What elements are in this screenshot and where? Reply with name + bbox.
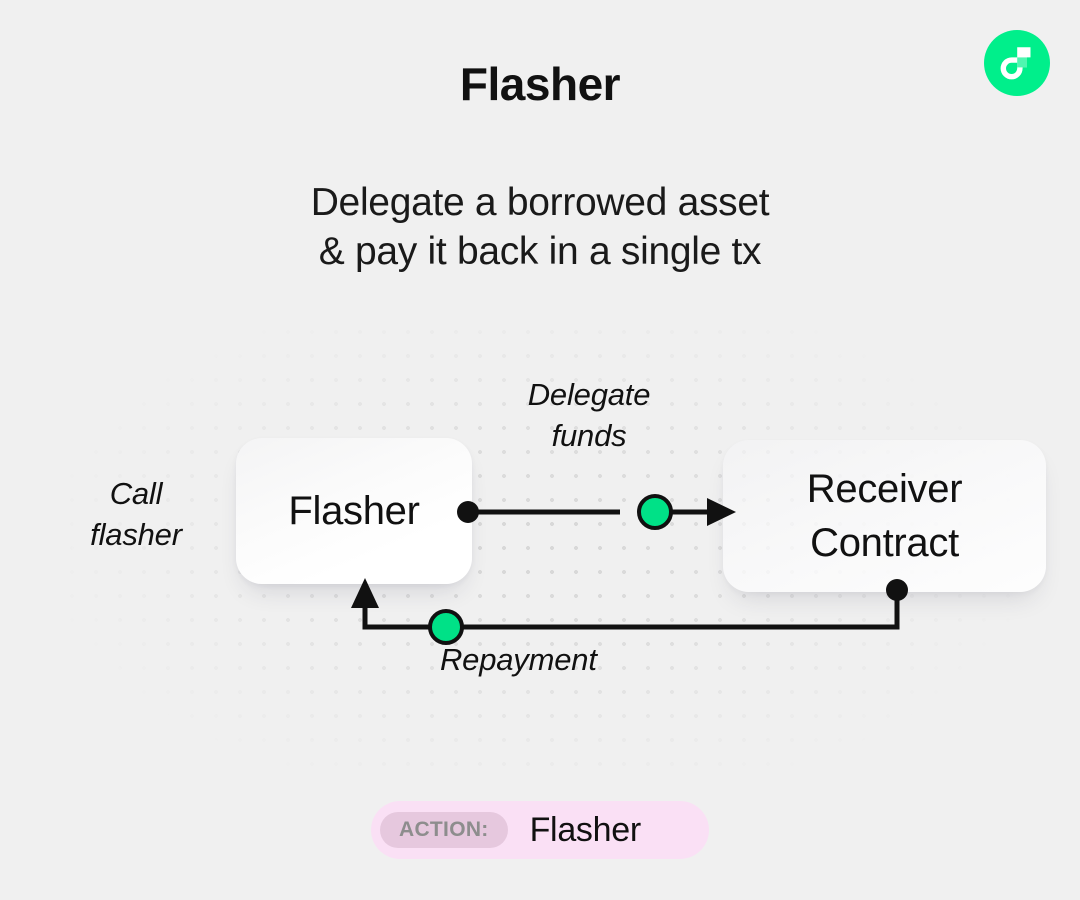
node-receiver-contract[interactable]: Receiver Contract bbox=[723, 440, 1046, 592]
flow-diagram: Delegate funds Call flasher Repayment Fl… bbox=[0, 310, 1080, 780]
arrowhead-delegate bbox=[707, 498, 736, 526]
edge-label-call-flasher: Call flasher bbox=[90, 476, 182, 552]
logo-mark bbox=[1000, 47, 1031, 80]
edge-label-repayment: Repayment bbox=[440, 642, 597, 677]
connector-dot-flasher-right bbox=[457, 501, 479, 523]
token-dot-repayment bbox=[428, 609, 464, 645]
token-dot-delegate bbox=[637, 494, 673, 530]
node-flasher[interactable]: Flasher bbox=[236, 438, 472, 584]
wire-repayment-path bbox=[362, 590, 900, 630]
connector-wires bbox=[351, 494, 908, 645]
logo-circle bbox=[984, 30, 1050, 96]
action-badge[interactable]: ACTION: Flasher bbox=[371, 801, 709, 859]
connector-dot-receiver-bottom bbox=[886, 579, 908, 601]
action-badge-value: Flasher bbox=[529, 810, 642, 849]
subtitle-line-1: Delegate a borrowed asset bbox=[310, 181, 770, 224]
action-badge-chip: ACTION: bbox=[380, 812, 508, 848]
page-subtitle: Delegate a borrowed asset & pay it back … bbox=[0, 178, 1080, 276]
subtitle-line-2: & pay it back in a single tx bbox=[318, 230, 762, 273]
edge-label-delegate-funds: Delegate funds bbox=[527, 377, 651, 453]
flow-logo bbox=[984, 30, 1050, 96]
node-flasher-label: Flasher bbox=[288, 488, 420, 533]
logo-mark-accent bbox=[1017, 57, 1027, 68]
page-title: Flasher bbox=[459, 58, 621, 110]
arrowhead-repayment bbox=[351, 578, 379, 608]
node-receiver-contract-label: Receiver Contract bbox=[806, 467, 963, 565]
